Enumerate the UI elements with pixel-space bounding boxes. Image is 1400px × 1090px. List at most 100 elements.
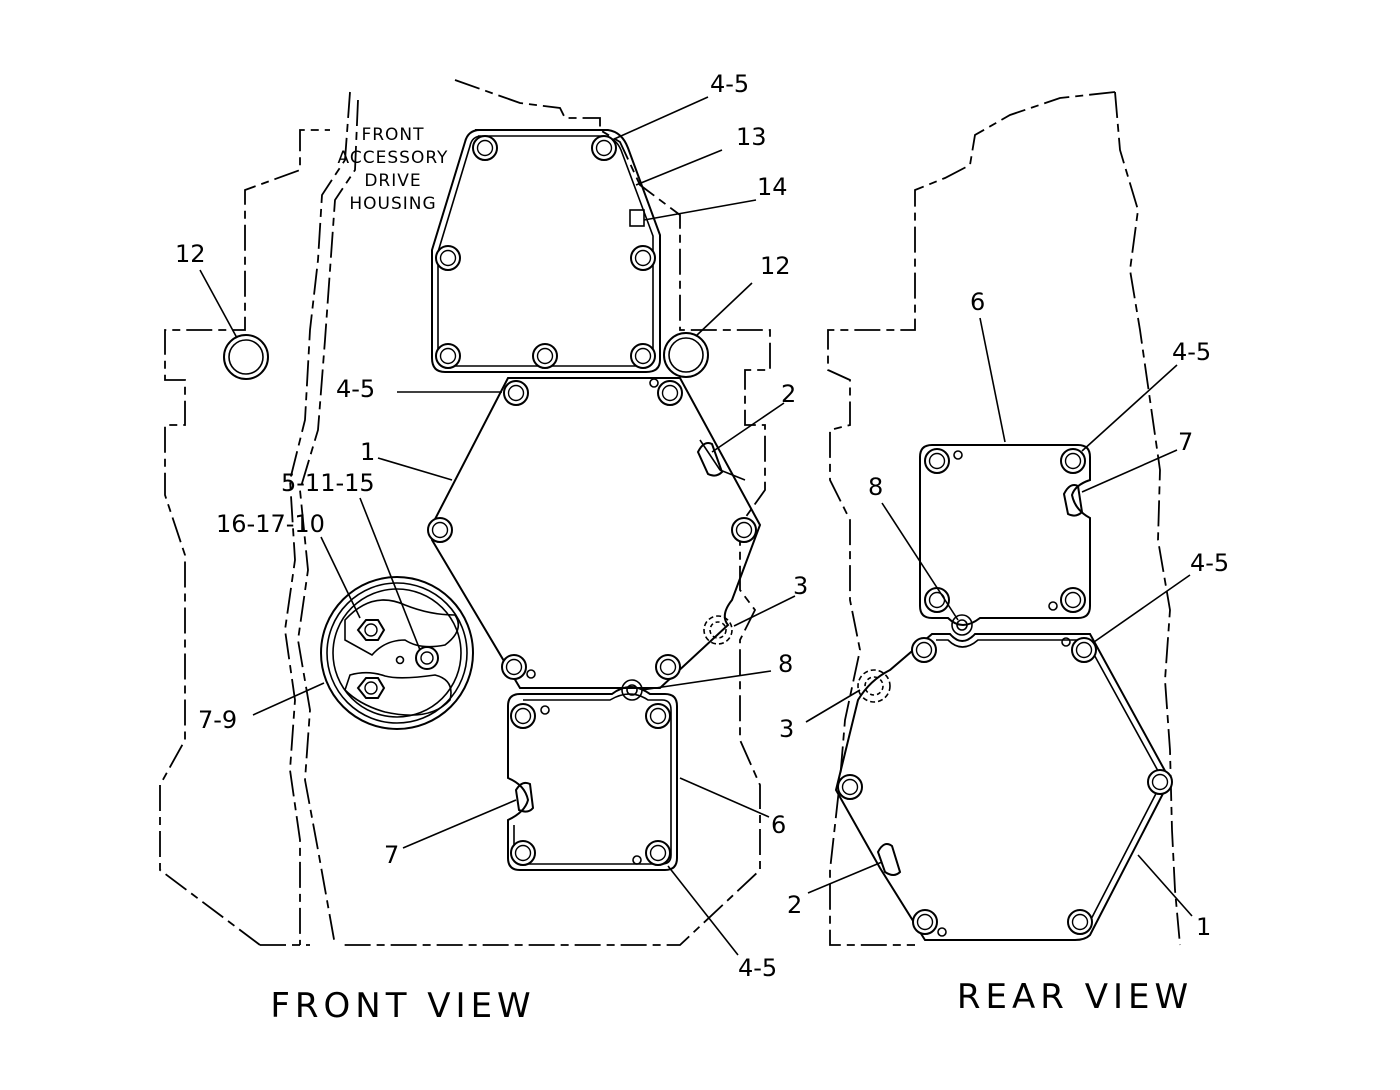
callout-4-5-top: 4-5 xyxy=(710,70,749,98)
front-view-title: FRONT VIEW xyxy=(270,986,535,1026)
bolt-icon xyxy=(501,654,527,680)
dowel-hole-icon xyxy=(526,669,536,679)
rear-hex-cover xyxy=(834,633,1172,941)
bolt-icon xyxy=(532,343,558,369)
callout-6: 6 xyxy=(771,811,786,839)
rear-callout-3: 3 xyxy=(779,715,794,743)
bolt-icon xyxy=(1067,909,1093,935)
bolt-icon xyxy=(731,517,757,543)
seal-12-left-icon xyxy=(223,334,269,380)
plug-inner-icon xyxy=(420,651,434,665)
bolt-icon xyxy=(472,135,498,161)
leader-lines-rear xyxy=(805,317,1193,917)
callout-7-9: 7-9 xyxy=(198,706,237,734)
break-line-2 xyxy=(297,99,359,946)
rear-callout-4-5-lower: 4-5 xyxy=(1190,549,1229,577)
hex-bolt-icon xyxy=(356,619,386,641)
front-view: 12 12 4-5 13 14 4-5 2 1 5-11-15 16-17-10… xyxy=(159,70,808,1026)
round-cover-web xyxy=(344,599,460,657)
bolt-icon xyxy=(655,654,681,680)
callout-13: 13 xyxy=(736,123,767,151)
top-cover-gasket xyxy=(437,135,654,367)
housing-label-line-2: ACCESSORY xyxy=(338,148,449,168)
bolt-icon xyxy=(427,517,453,543)
rear-hex-gasket xyxy=(936,639,1164,930)
plug-icon xyxy=(415,646,439,670)
front-block-outline-right xyxy=(340,79,771,946)
rear-callout-8: 8 xyxy=(868,473,883,501)
callout-4-5-mid: 4-5 xyxy=(336,375,375,403)
pry-tab-icon xyxy=(876,843,902,876)
front-block-outline xyxy=(159,129,330,946)
plug-3-icon xyxy=(857,669,891,703)
callout-12-right: 12 xyxy=(760,252,791,280)
seal-12-left-inner-icon xyxy=(228,339,264,375)
dowel-hole-icon xyxy=(953,450,963,460)
rear-callout-2: 2 xyxy=(787,891,802,919)
rear-view-title: REAR VIEW xyxy=(957,977,1193,1017)
hex-cover xyxy=(431,377,762,689)
rear-view: 6 4-5 7 8 4-5 3 2 1 REAR VIEW xyxy=(779,91,1229,1017)
rear-callout-7: 7 xyxy=(1178,428,1193,456)
bolt-icon xyxy=(924,448,950,474)
bolt-icon xyxy=(1060,587,1086,613)
dowel-hole-icon xyxy=(1061,637,1071,647)
hex-cover-tab xyxy=(699,439,746,481)
dowel-hole-icon xyxy=(632,855,642,865)
bolt-icon xyxy=(645,840,671,866)
bolt-icon xyxy=(510,840,536,866)
callout-14: 14 xyxy=(757,173,788,201)
bolt-icon xyxy=(1060,448,1086,474)
dowel-hole-icon xyxy=(540,705,550,715)
bolt-icon xyxy=(435,245,461,271)
callout-16-17-10: 16-17-10 xyxy=(216,510,325,538)
rear-upper-cover xyxy=(919,444,1091,626)
small-hole-icon xyxy=(395,655,405,665)
callout-3: 3 xyxy=(793,572,808,600)
housing-label-line-4: HOUSING xyxy=(349,194,436,214)
pry-tab-icon xyxy=(514,781,535,813)
hex-bolt-icon xyxy=(356,677,386,699)
bolt-icon xyxy=(912,909,938,935)
plug-icon xyxy=(629,209,645,227)
round-cover-ring-icon xyxy=(326,582,468,724)
seal-12-right-icon xyxy=(663,332,709,378)
lower-cover-plate xyxy=(507,686,678,871)
callout-12-left: 12 xyxy=(175,240,206,268)
dowel-hole-icon xyxy=(937,927,947,937)
round-cover-icon xyxy=(320,576,474,730)
callout-5-11-15: 5-11-15 xyxy=(281,469,375,497)
round-cover-web xyxy=(344,671,452,716)
bolt-icon xyxy=(510,703,536,729)
seal-12-right-inner-icon xyxy=(668,337,704,373)
dowel-hole-icon xyxy=(649,378,659,388)
rear-callout-6: 6 xyxy=(970,288,985,316)
o-ring-8-icon xyxy=(621,679,643,701)
o-ring-8-icon xyxy=(951,614,973,636)
o-ring-8-inner-icon xyxy=(956,619,968,631)
callout-2: 2 xyxy=(781,380,796,408)
rear-block-outline xyxy=(827,91,1116,946)
callout-4-5-bottom: 4-5 xyxy=(738,954,777,982)
break-line-1 xyxy=(284,91,351,945)
callout-1: 1 xyxy=(360,438,375,466)
bolt-icon xyxy=(911,637,937,663)
bolt-icon xyxy=(630,245,656,271)
housing-label-line-1: FRONT xyxy=(361,125,424,145)
rear-break-line xyxy=(1114,91,1181,946)
bolt-icon xyxy=(435,343,461,369)
round-cover-ring-icon xyxy=(332,588,462,718)
bolt-icon xyxy=(1147,769,1173,795)
dowel-hole-icon xyxy=(1048,601,1058,611)
leader-lines-front xyxy=(199,96,796,956)
top-cover-plate xyxy=(431,129,661,373)
bolt-icon xyxy=(645,703,671,729)
pry-tab-icon xyxy=(1062,484,1084,517)
callout-7: 7 xyxy=(384,841,399,869)
rear-callout-1: 1 xyxy=(1196,913,1211,941)
bolt-icon xyxy=(837,774,863,800)
bolt-icon xyxy=(1071,637,1097,663)
plug-3-icon xyxy=(703,615,733,645)
plug-3-inner-icon xyxy=(709,621,727,639)
